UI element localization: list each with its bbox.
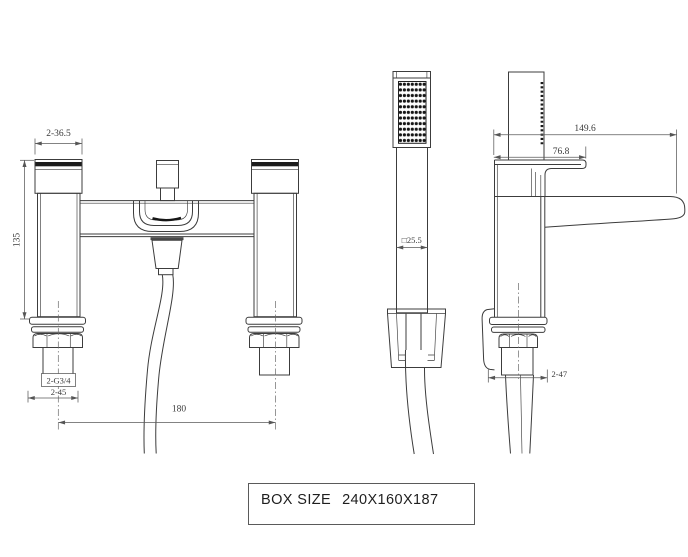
- dim-text-face-square: □25.5: [402, 235, 422, 245]
- left-handle: [34, 159, 83, 194]
- side-bracket-flag: [481, 308, 495, 371]
- left-base: [29, 316, 86, 376]
- dim-text-base-width: 2-45: [51, 387, 67, 397]
- spray-face: [398, 81, 427, 144]
- middle-hose: [404, 349, 434, 455]
- right-base: [245, 316, 303, 376]
- box-size-panel: BOX SIZE 240X160X187: [248, 483, 475, 525]
- box-size-value: 240X160X187: [342, 492, 439, 508]
- dim-text-body-height: 135: [13, 233, 23, 248]
- diverter-shroud: [133, 201, 199, 232]
- dim-text-thread: 2-G3/4: [46, 375, 71, 385]
- handset-handle: [396, 147, 428, 314]
- left-pillar-body: [37, 192, 81, 318]
- side-view: 149.6 76.8 2-47: [481, 71, 686, 454]
- dim-body-height: 135: [13, 159, 34, 320]
- side-body: [494, 160, 546, 318]
- diverter-knob: [156, 160, 179, 202]
- hand-shower-view: □25.5: [387, 71, 446, 455]
- dim-base-width: 2-45: [27, 387, 79, 403]
- right-pillar-body: [253, 192, 297, 318]
- front-hose: [143, 274, 174, 454]
- dim-text-handle-width: 2-36.5: [46, 129, 71, 139]
- dim-spout-reach: 76.8: [493, 146, 587, 160]
- dim-face-square: □25.5: [396, 235, 428, 250]
- dim-text-center-distance: 180: [172, 405, 187, 415]
- side-handset: [508, 71, 545, 161]
- handset-outlet: [150, 237, 184, 276]
- side-bracket-arm: [494, 159, 587, 197]
- dim-text-spout-reach: 76.8: [553, 147, 570, 157]
- side-spout: [544, 196, 686, 228]
- dim-text-base-depth: 2-47: [552, 369, 568, 379]
- right-handle: [251, 159, 299, 194]
- dim-base-depth: 2-47: [487, 369, 568, 383]
- shower-bracket: [387, 308, 446, 368]
- handset-head: [392, 71, 431, 148]
- dim-thread-label: 2-G3/4: [41, 373, 76, 387]
- dim-text-overall-depth: 149.6: [574, 124, 596, 134]
- front-view: 2-36.5 135 2-G3/4 2-45 180: [13, 129, 303, 454]
- dim-handle-width: 2-36.5: [34, 129, 83, 155]
- dim-center-distance: 180: [58, 405, 276, 425]
- dim-overall-depth: 149.6: [493, 124, 677, 194]
- side-hose: [505, 374, 534, 454]
- box-size-label: BOX SIZE: [261, 492, 332, 508]
